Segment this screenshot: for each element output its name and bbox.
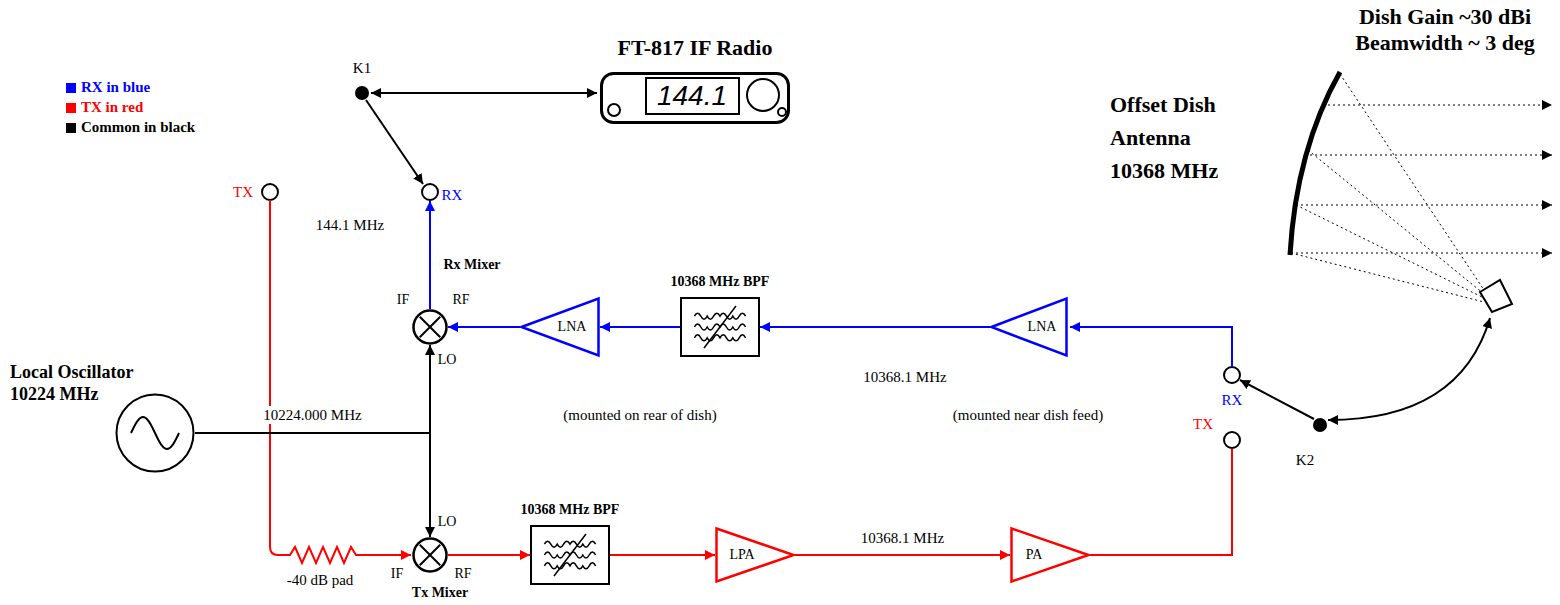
legend-item: RX in blue xyxy=(66,78,150,96)
node-text: LPA xyxy=(729,547,754,564)
dish-antenna-outline xyxy=(1280,68,1515,318)
amplifier-triangle-outline xyxy=(1010,527,1090,583)
signal-connector xyxy=(795,554,1010,556)
switch-contact xyxy=(422,184,438,200)
signal-connector xyxy=(600,326,680,328)
legend-text: RX in blue xyxy=(81,79,150,95)
legend-swatch xyxy=(66,123,76,133)
port-name: RX xyxy=(442,186,463,204)
amplifier-triangle: PA xyxy=(1010,527,1090,583)
filter-box: 10368 MHz BPF xyxy=(680,297,760,357)
switch-contact xyxy=(1224,432,1240,448)
beam-arrows xyxy=(1291,105,1552,253)
rx-if-wire xyxy=(429,201,431,309)
port-name: RX xyxy=(1222,391,1243,409)
legend-item: TX in red xyxy=(66,98,143,116)
node-text: 10368 MHz BPF xyxy=(521,502,620,519)
radio-display: 144.1 xyxy=(645,77,740,115)
switch-arm xyxy=(366,100,423,184)
switch-contact xyxy=(1224,367,1240,383)
node-text: LNA xyxy=(1028,319,1057,336)
signal-connector xyxy=(448,326,520,328)
node-text: Offset Dish Antenna 10368 MHz xyxy=(1110,88,1250,187)
node-text: PA xyxy=(1026,547,1043,564)
node-text: Dish Gain ~30 dBi Beamwidth ~ 3 deg xyxy=(1335,4,1555,57)
radio-knob xyxy=(747,79,779,111)
radio-box: FT-817 IF Radio144.1 xyxy=(600,72,790,124)
signal-connector xyxy=(195,345,430,433)
filter-box-outline xyxy=(530,525,610,585)
switch-name: K1 xyxy=(353,59,371,77)
switch-contact xyxy=(262,184,278,200)
node-text: 10368 MHz BPF xyxy=(671,274,770,291)
feed-cable xyxy=(1328,318,1490,420)
oscillator-symbol-outline xyxy=(115,393,195,473)
if-cable xyxy=(371,92,597,94)
amplifier-triangle-outline xyxy=(715,527,795,583)
frequency-label: 144.1 MHz xyxy=(316,216,384,234)
port-name: IF xyxy=(391,566,403,583)
port-name: RF xyxy=(454,566,471,583)
legend-swatch xyxy=(66,83,76,93)
mixer-symbol-outline xyxy=(412,309,448,345)
node-text: Tx Mixer xyxy=(412,585,468,602)
switch-pivot xyxy=(1313,418,1327,432)
port-name: LO xyxy=(438,352,457,369)
node-text: FT-817 IF Radio xyxy=(618,35,773,61)
node-text: 144.1 xyxy=(657,79,727,113)
node-text: LNA xyxy=(558,319,587,336)
port-name: TX xyxy=(233,183,253,201)
signal-connector xyxy=(448,554,530,556)
frequency-label: 10368.1 MHz xyxy=(861,368,948,386)
port-name: RF xyxy=(452,292,469,309)
legend-swatch xyxy=(66,103,76,113)
switch-pivot xyxy=(355,86,369,100)
legend-text: Common in black xyxy=(81,119,195,135)
port-name: LO xyxy=(438,514,457,531)
tx-if-wire-pad xyxy=(270,200,411,563)
signal-connector xyxy=(760,326,990,328)
port-name: TX xyxy=(1193,415,1213,433)
legend-text: TX in red xyxy=(81,99,143,115)
mixer-symbol: Tx Mixer xyxy=(412,537,448,573)
mounting-note: (mounted near dish feed) xyxy=(953,406,1103,424)
amplifier-triangle: LPA xyxy=(715,527,795,583)
attenuator-label: -40 dB pad xyxy=(287,571,354,589)
frequency-label: 10368.1 MHz xyxy=(859,529,946,547)
filter-box-outline xyxy=(680,297,760,357)
signal-connector xyxy=(610,554,715,556)
radio-knob xyxy=(608,104,620,116)
amplifier-triangle: LNA xyxy=(520,297,600,357)
signal-connector xyxy=(195,433,430,537)
mixer-symbol-outline xyxy=(412,537,448,573)
mixer-symbol: Rx Mixer xyxy=(412,309,448,345)
node-text: Rx Mixer xyxy=(443,257,500,274)
frequency-label: 10224.000 MHz xyxy=(261,406,363,424)
amplifier-triangle: LNA xyxy=(990,297,1068,357)
switch-name: K2 xyxy=(1296,451,1314,469)
dish-antenna: Dish Gain ~30 dBi Beamwidth ~ 3 degOffse… xyxy=(1280,68,1515,318)
filter-box: 10368 MHz BPF xyxy=(530,525,610,585)
switch-arm xyxy=(1240,380,1314,419)
legend-item: Common in black xyxy=(66,118,195,136)
mounting-note: (mounted on rear of dish) xyxy=(563,406,716,424)
port-name: IF xyxy=(397,292,409,309)
tx-output-wire xyxy=(1090,449,1232,555)
radio-knob xyxy=(778,108,786,116)
oscillator-symbol: Local Oscillator 10224 MHz xyxy=(115,393,195,473)
node-text: Local Oscillator 10224 MHz xyxy=(10,362,160,405)
rx-feed-wire xyxy=(1070,327,1232,367)
